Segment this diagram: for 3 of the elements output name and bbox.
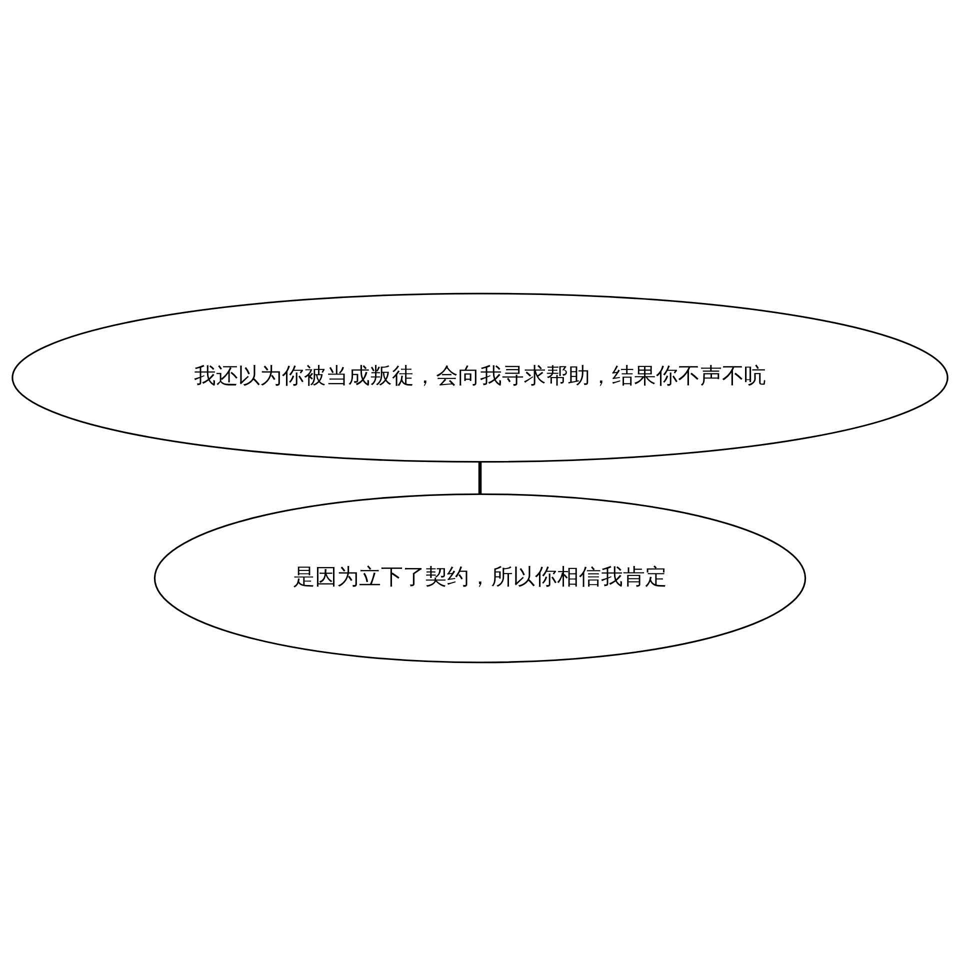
node-ellipse: 是因为立下了契约，所以你相信我肯定 xyxy=(154,492,806,663)
node-ellipse: 我还以为你被当成叛徒，会向我寻求帮助，结果你不声不吭 xyxy=(12,292,948,462)
connector xyxy=(478,462,482,494)
